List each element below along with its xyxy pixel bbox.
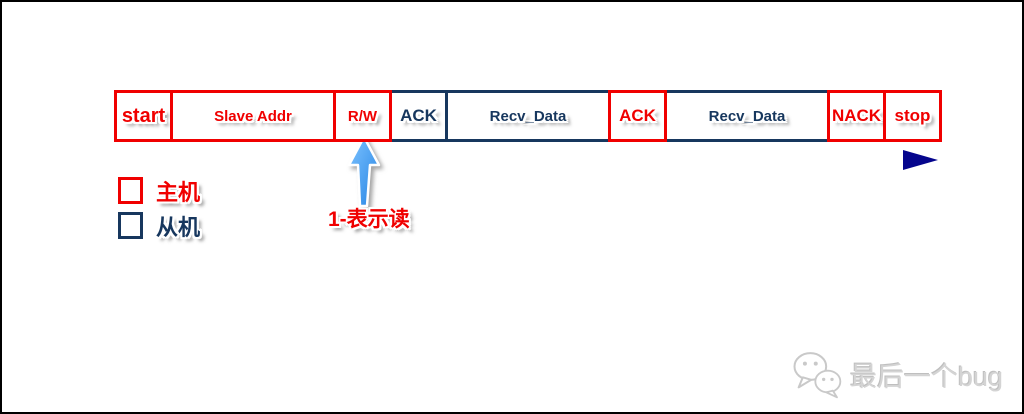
callout-up-arrow-icon (347, 135, 381, 208)
seq-box-slave-addr: Slave Addr (170, 90, 336, 142)
seq-box-nack: NACK (827, 90, 886, 142)
seq-box-start: start (114, 90, 173, 142)
seq-box-label: Slave Addr (214, 107, 292, 125)
seq-box-label: Recv_Data (489, 107, 567, 125)
seq-box-label: Recv_Data (708, 107, 786, 125)
callout-label: 1-表示读 (328, 208, 410, 231)
legend-item-master: 主机 (118, 174, 200, 207)
timeline-arrow (114, 150, 938, 170)
wechat-icon (793, 352, 842, 399)
seq-box-ack-1: ACK (389, 90, 448, 142)
seq-box-label: ACK (400, 106, 437, 125)
seq-box-label: NACK (831, 106, 882, 125)
legend: 主机 从机 (118, 174, 200, 242)
legend-label-master: 主机 (156, 179, 201, 205)
i2c-sequence-row: start Slave Addr R/W ACK Recv_Data ACK R… (114, 90, 942, 142)
seq-box-label: R/W (347, 107, 378, 125)
slave-color-swatch (118, 212, 143, 239)
seq-box-recv-data-1: Recv_Data (445, 90, 611, 142)
seq-box-recv-data-2: Recv_Data (664, 90, 830, 142)
watermark-text: 最后一个bug (850, 361, 1004, 392)
watermark: 最后一个bug (791, 349, 1003, 399)
legend-label-slave: 从机 (156, 214, 201, 240)
master-color-swatch (118, 177, 143, 204)
seq-box-label: start (121, 104, 166, 127)
seq-box-stop: stop (883, 90, 942, 142)
legend-item-slave: 从机 (118, 209, 200, 242)
seq-box-rw: R/W (333, 90, 392, 142)
seq-box-ack-2: ACK (608, 90, 667, 142)
seq-box-label: stop (894, 106, 931, 125)
seq-box-label: ACK (619, 106, 656, 125)
